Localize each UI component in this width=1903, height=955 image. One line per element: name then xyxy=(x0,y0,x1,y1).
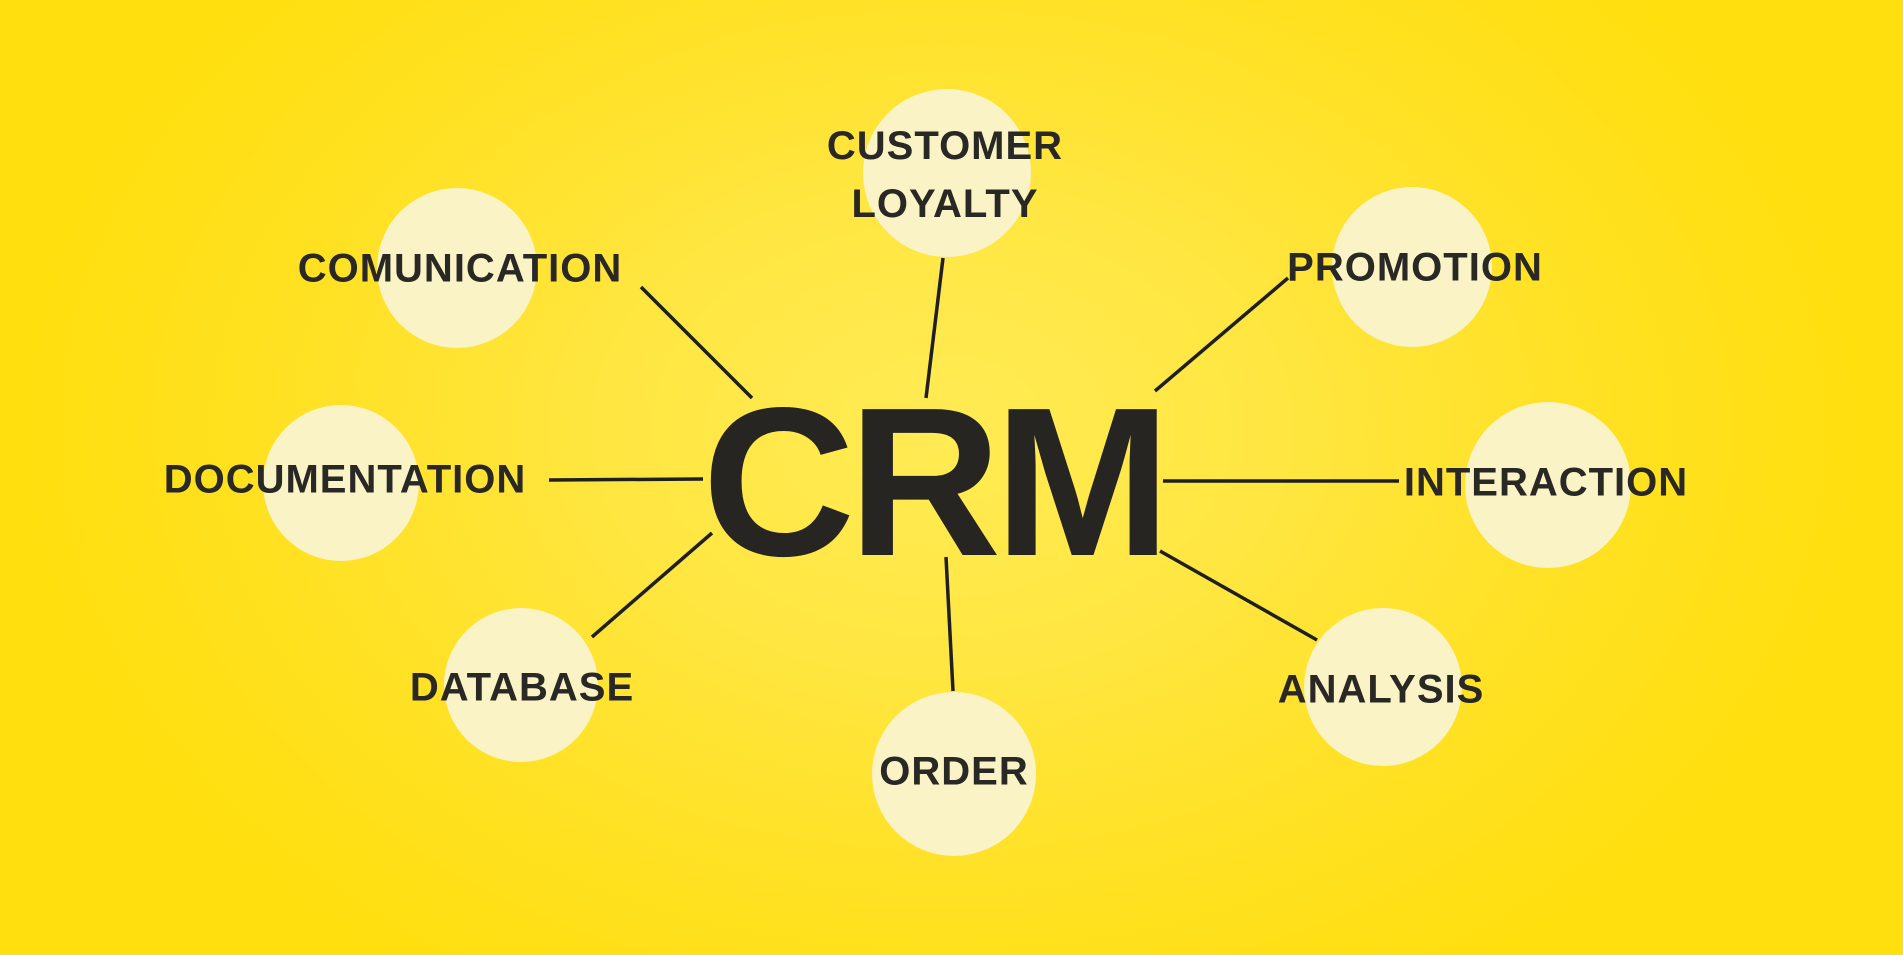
node-label-database: DATABASE xyxy=(409,665,635,710)
connector-database xyxy=(590,531,714,639)
node-label-order: ORDER xyxy=(879,749,1029,794)
connector-order xyxy=(944,556,955,692)
center-crm-title: CRM xyxy=(702,363,1171,600)
node-label-analysis: ANALYSIS xyxy=(1277,667,1485,712)
node-circle-analysis xyxy=(1304,608,1462,766)
node-label-documentation: DOCUMENTATION xyxy=(163,457,527,502)
node-label-comunication: COMUNICATION xyxy=(297,246,623,291)
node-label-promotion: PROMOTION xyxy=(1287,245,1543,290)
node-circle-customer-loyalty xyxy=(863,89,1031,257)
node-label-interaction: INTERACTION xyxy=(1403,460,1689,505)
node-circle-promotion xyxy=(1332,187,1492,347)
node-circle-order xyxy=(872,692,1036,856)
node-circle-database xyxy=(444,608,598,762)
connector-analysis xyxy=(1159,549,1318,642)
node-circle-comunication xyxy=(377,188,537,348)
connector-promotion xyxy=(1153,276,1290,393)
connector-comunication xyxy=(639,285,754,400)
node-circle-interaction xyxy=(1465,402,1631,568)
node-circle-documentation xyxy=(263,405,419,561)
connector-customer-loyalty xyxy=(924,257,945,399)
node-label-customer-loyalty: CUSTOMER LOYALTY xyxy=(826,124,1064,226)
connector-documentation xyxy=(548,477,704,482)
